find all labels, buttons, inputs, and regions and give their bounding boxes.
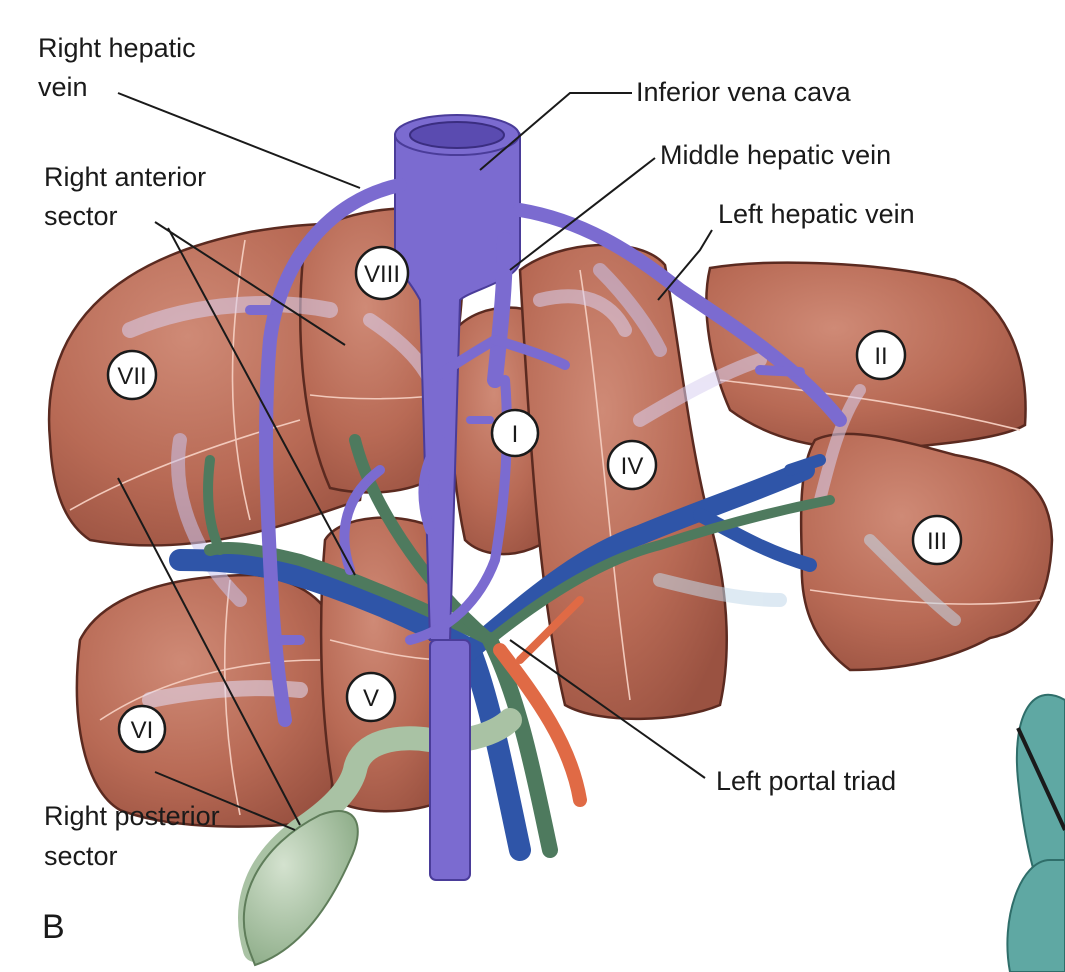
segment-badge-iv: IV	[608, 441, 656, 489]
label-right-hepatic-vein-line1: Right hepatic	[38, 33, 196, 63]
decorative-teal-leaf-lower	[1007, 860, 1065, 972]
label-inferior-vena-cava: Inferior vena cava	[636, 77, 852, 107]
segment-badge-iii: III	[913, 516, 961, 564]
segment-label-iv: IV	[621, 453, 644, 480]
segment-label-i: I	[512, 421, 519, 448]
label-right-hepatic-vein: Right hepatic vein	[38, 33, 203, 102]
label-right-anterior-sector-line1: Right anterior	[44, 162, 206, 192]
segment-label-viii: VIII	[364, 261, 400, 288]
label-right-anterior-sector: Right anterior sector	[44, 162, 214, 231]
segment-badge-i: I	[492, 410, 538, 456]
segment-badge-ii: II	[857, 331, 905, 379]
segment-badge-vi: VI	[119, 706, 165, 752]
segment-label-ii: II	[874, 343, 887, 370]
label-right-posterior-sector: Right posterior sector	[44, 801, 227, 871]
segment-badge-viii: VIII	[356, 247, 408, 299]
segment-vi-lobe	[77, 575, 340, 827]
label-right-posterior-sector-line1: Right posterior	[44, 801, 220, 831]
segment-badge-vii: VII	[108, 351, 156, 399]
segment-label-vii: VII	[117, 363, 146, 390]
label-right-posterior-sector-line2: sector	[44, 841, 118, 871]
label-right-hepatic-vein-line2: vein	[38, 72, 88, 102]
label-left-hepatic-vein: Left hepatic vein	[718, 199, 915, 229]
segment-label-iii: III	[927, 528, 947, 555]
decorative-shapes	[1007, 695, 1065, 972]
segment-badge-v: V	[347, 673, 395, 721]
segment-label-v: V	[363, 685, 379, 712]
label-middle-hepatic-vein: Middle hepatic vein	[660, 140, 891, 170]
panel-letter: B	[42, 908, 65, 946]
label-left-portal-triad: Left portal triad	[716, 766, 896, 796]
segment-label-vi: VI	[131, 717, 154, 744]
label-right-anterior-sector-line2: sector	[44, 201, 118, 231]
